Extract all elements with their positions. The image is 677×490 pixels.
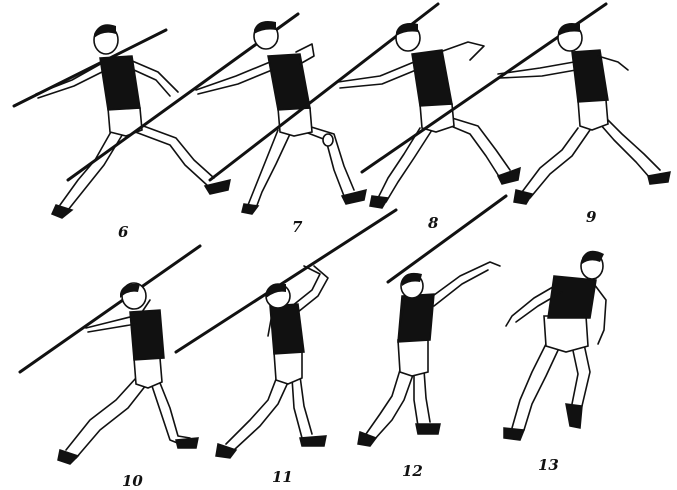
athlete-figure-7 [66, 12, 367, 215]
javelin-11 [174, 208, 398, 354]
athlete-figure-10 [18, 244, 202, 465]
athlete-figure-13 [503, 250, 607, 441]
figure-label-9: 9 [586, 208, 597, 226]
javelin-10 [18, 244, 202, 374]
athlete-figure-6 [12, 24, 231, 219]
figure-label-10: 10 [122, 472, 143, 490]
athlete-figure-11 [174, 208, 398, 459]
athlete-figure-12 [357, 194, 508, 447]
figure-label-12: 12 [402, 462, 423, 480]
figure-label-8: 8 [428, 214, 439, 232]
figure-label-11: 11 [272, 468, 293, 486]
athlete-figure-9 [360, 2, 671, 205]
figure-label-6: 6 [118, 223, 129, 241]
athlete-figure-8 [208, 2, 521, 209]
javelin-12 [386, 194, 508, 284]
figure-label-13: 13 [538, 456, 559, 474]
javelin-6 [12, 28, 168, 108]
figure-label-7: 7 [292, 218, 303, 236]
